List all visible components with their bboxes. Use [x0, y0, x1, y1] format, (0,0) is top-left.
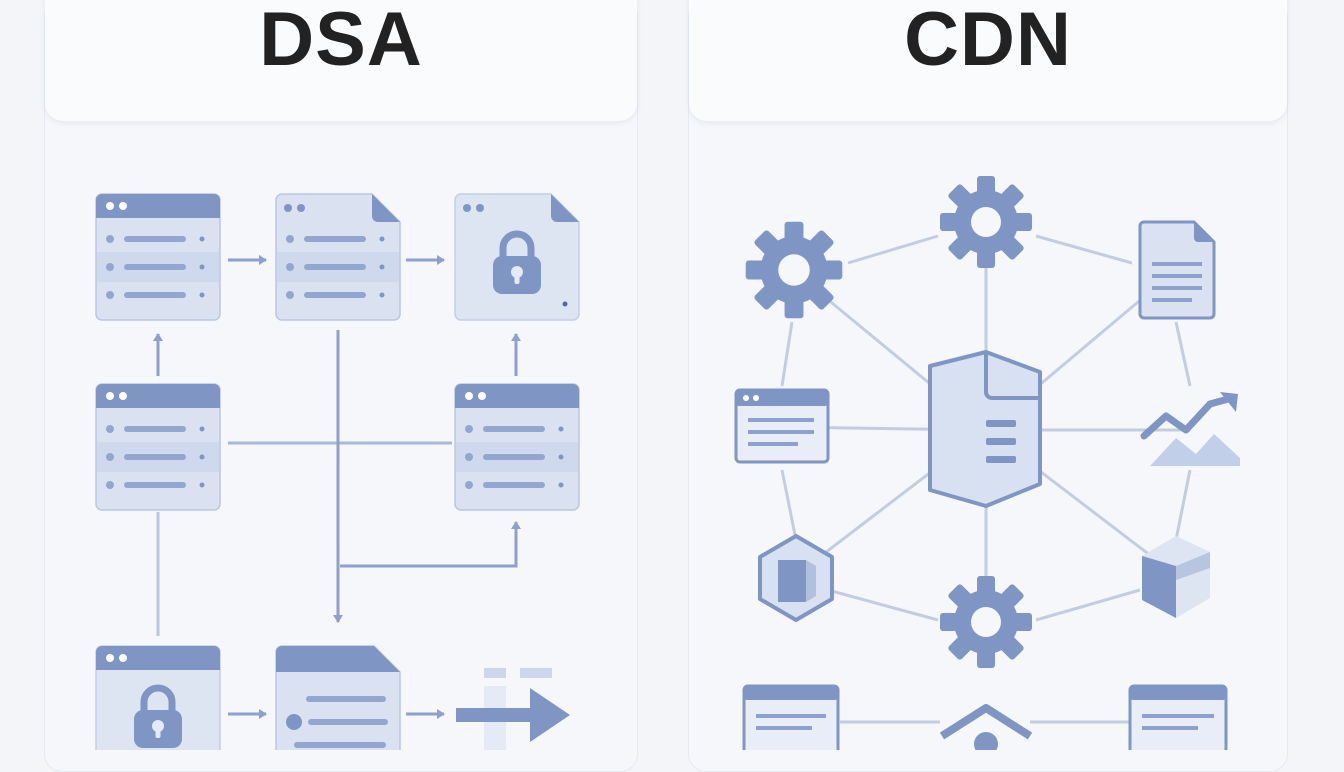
cdn-gear-bottom	[940, 576, 1032, 668]
dsa-document-1	[275, 193, 401, 321]
diagram-canvas	[95, 176, 1240, 750]
document-list-icon	[275, 193, 401, 321]
cdn-window-bottom-left	[742, 684, 840, 750]
window-list-icon	[454, 383, 580, 511]
cdn-hexagon-right	[1142, 536, 1210, 618]
dsa-header: DSA	[45, 0, 637, 121]
dsa-locked-window	[95, 645, 221, 750]
dsa-window-2	[95, 383, 221, 511]
cdn-title: CDN	[904, 0, 1072, 82]
dsa-forward-arrow	[456, 668, 570, 750]
dsa-title: DSA	[259, 0, 423, 82]
cdn-chart	[1140, 392, 1240, 466]
cdn-arch-bottom	[939, 704, 1033, 750]
cdn-document	[1138, 220, 1216, 320]
gear-icon	[745, 221, 843, 319]
window-list-icon	[95, 193, 221, 321]
cdn-gear-top	[940, 176, 1032, 268]
gear-icon	[940, 176, 1032, 268]
gear-icon	[940, 576, 1032, 668]
cdn-center-server	[928, 350, 1042, 508]
cdn-window	[734, 388, 830, 464]
dsa-window-1	[95, 193, 221, 321]
cdn-window-bottom-right	[1128, 684, 1228, 750]
cdn-gear-left	[745, 221, 843, 319]
cdn-hexagon-left	[758, 534, 834, 622]
window-list-icon	[95, 383, 221, 511]
cdn-header: CDN	[689, 0, 1287, 121]
dsa-document-2	[275, 645, 401, 750]
dsa-window-3	[454, 383, 580, 511]
dsa-connectors	[153, 255, 521, 719]
dsa-locked-document	[454, 193, 580, 321]
